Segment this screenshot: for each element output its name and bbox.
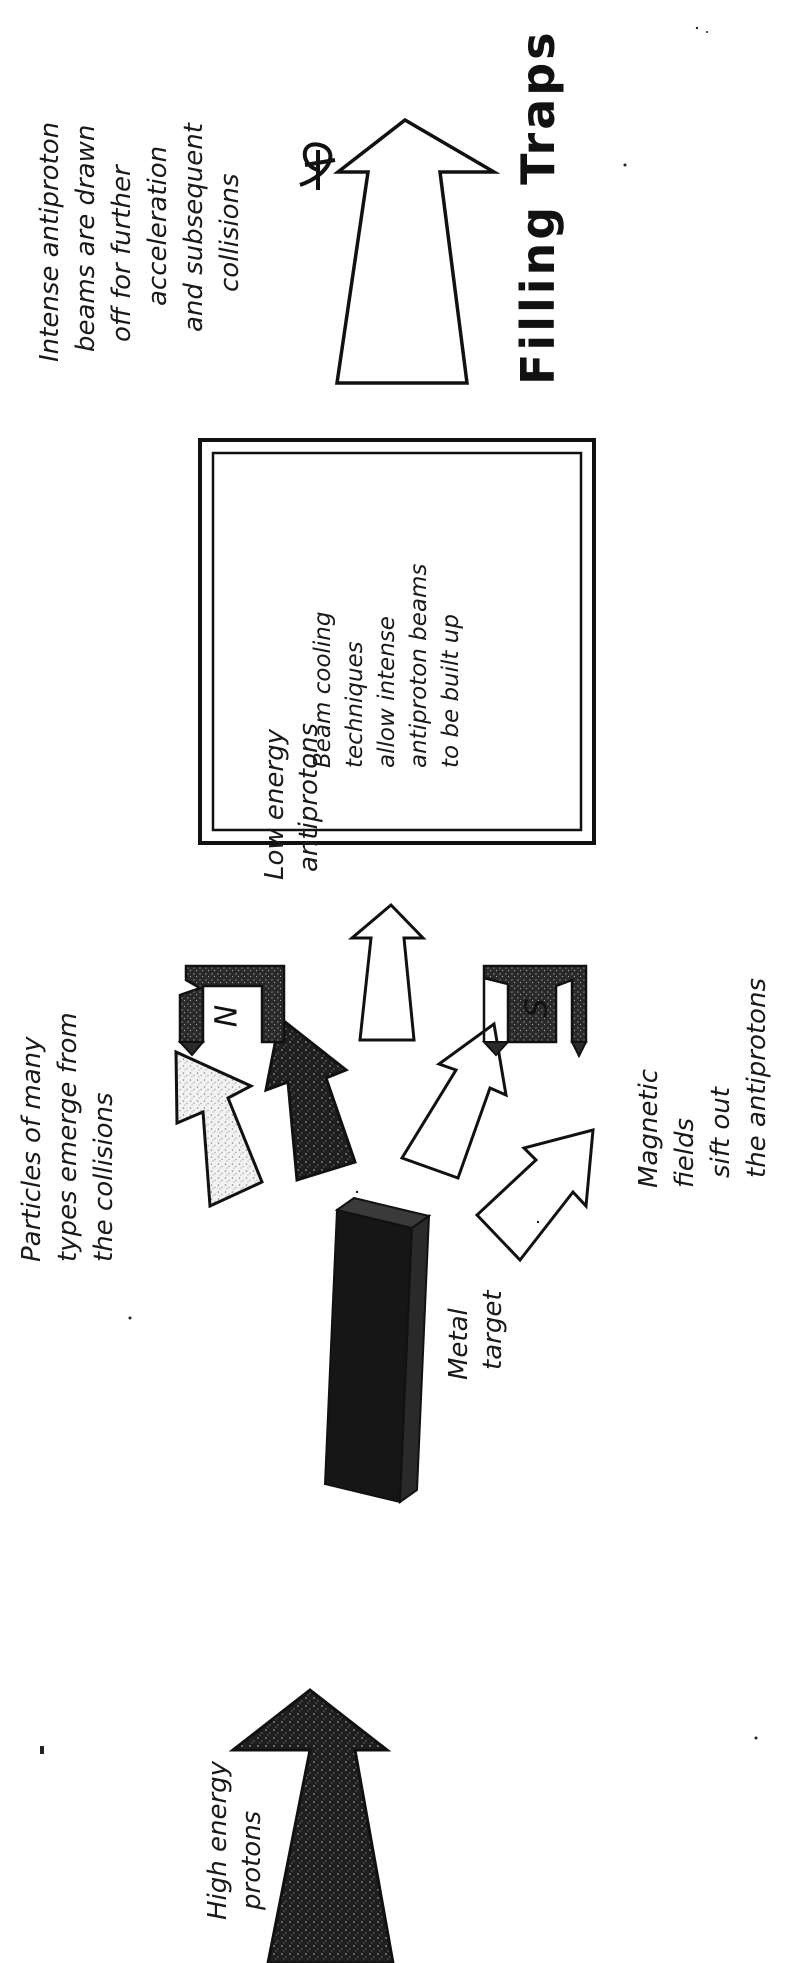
low-energy-antiprotons-label: Low energy antiprotons bbox=[260, 723, 324, 880]
metal-target-block bbox=[323, 1196, 432, 1504]
svg-text:antiprotons: antiprotons bbox=[294, 723, 324, 872]
particle-arrow-speckled bbox=[174, 1049, 264, 1209]
magnet-north-label: N bbox=[210, 1005, 245, 1027]
svg-text:the antiprotons: the antiprotons bbox=[742, 978, 772, 1178]
svg-text:protons: protons bbox=[237, 1811, 267, 1911]
svg-text:target: target bbox=[478, 1290, 508, 1370]
svg-text:and subsequent: and subsequent bbox=[179, 122, 209, 332]
svg-text:High energy: High energy bbox=[203, 1760, 233, 1920]
low-energy-antiproton-arrow bbox=[347, 902, 427, 1042]
svg-text:off for further: off for further bbox=[107, 163, 137, 342]
intense-beams-label: Intense antiproton beams are drawn off f… bbox=[35, 122, 245, 362]
svg-text:Magnetic: Magnetic bbox=[634, 1069, 664, 1188]
svg-text:Low energy: Low energy bbox=[260, 728, 290, 880]
metal-target-label: Metal target bbox=[444, 1290, 508, 1380]
magnetic-fields-label: Magnetic fields sift out the antiprotons bbox=[634, 978, 772, 1188]
svg-text:Metal: Metal bbox=[444, 1307, 474, 1380]
svg-text:types emerge from: types emerge from bbox=[53, 1012, 83, 1262]
particle-arrow-white-1 bbox=[399, 1021, 508, 1180]
beam-cooling-label: Beam cooling techniques allow intense an… bbox=[310, 564, 464, 768]
high-energy-proton-arrow bbox=[228, 1688, 395, 1963]
particle-arrow-dark bbox=[264, 1015, 357, 1182]
svg-text:Particles of many: Particles of many bbox=[17, 1036, 47, 1262]
magnet-north: N bbox=[177, 964, 286, 1057]
svg-text:Intense antiproton: Intense antiproton bbox=[35, 122, 65, 362]
svg-text:fields: fields bbox=[670, 1118, 700, 1188]
handwritten-note-filling-traps: Filling Traps bbox=[511, 29, 565, 385]
svg-text:the collisions: the collisions bbox=[89, 1092, 119, 1262]
high-energy-protons-label: High energy protons bbox=[203, 1760, 267, 1920]
svg-text:allow intense: allow intense bbox=[374, 616, 400, 768]
svg-text:beams are drawn: beams are drawn bbox=[71, 125, 101, 352]
svg-text:antiproton beams: antiproton beams bbox=[406, 564, 432, 768]
svg-text:Beam cooling: Beam cooling bbox=[310, 612, 336, 769]
handwritten-ampersand-mark bbox=[299, 142, 336, 190]
intense-beam-arrow bbox=[332, 117, 501, 385]
svg-text:sift out: sift out bbox=[706, 1086, 736, 1178]
svg-text:acceleration: acceleration bbox=[143, 146, 173, 306]
scan-specks bbox=[40, 26, 758, 1754]
svg-text:collisions: collisions bbox=[215, 173, 245, 292]
svg-text:techniques: techniques bbox=[342, 641, 368, 768]
particle-arrow-white-2 bbox=[474, 1128, 595, 1263]
magnet-south: S bbox=[481, 964, 588, 1059]
magnet-south-label: S bbox=[520, 998, 555, 1017]
svg-text:to be built up: to be built up bbox=[438, 614, 464, 768]
beam-cooling-ring bbox=[198, 438, 596, 845]
svg-text:Filling Traps: Filling Traps bbox=[511, 29, 565, 385]
particles-emerge-label: Particles of many types emerge from the … bbox=[17, 1012, 119, 1262]
